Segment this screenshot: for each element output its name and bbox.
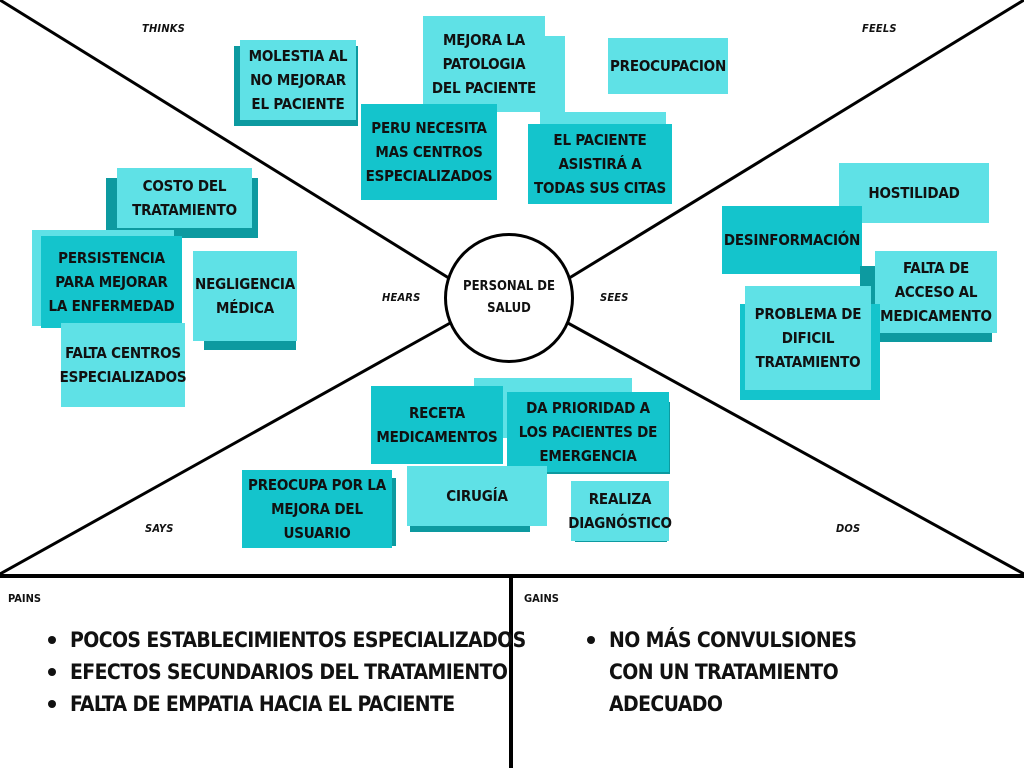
sticky-note-realiza: REALIZA DIAGNÓSTICO — [568, 481, 672, 541]
sticky-note-desinformacion: DESINFORMACIÓN — [722, 206, 862, 274]
pains-label: PAINS — [8, 592, 41, 605]
sticky-note-preocupacion: PREOCUPACION — [608, 38, 728, 94]
sticky-note-negligencia: NEGLIGENCIA MÉDICA — [193, 251, 297, 341]
sticky-note-peru: PERU NECESITA MAS CENTROS ESPECIALIZADOS — [361, 104, 497, 200]
sticky-note-hostilidad: HOSTILIDAD — [839, 163, 989, 223]
sticky-note-persistencia: PERSISTENCIA PARA MEJORAR LA ENFERMEDAD — [41, 236, 182, 328]
label-feels: FEELS — [862, 22, 897, 35]
gains-list: NO MÁS CONVULSIONES CON UN TRATAMIENTO A… — [583, 624, 903, 720]
sticky-note-prioridad: DA PRIORIDAD A LOS PACIENTES DE EMERGENC… — [507, 392, 669, 472]
center-persona: PERSONAL DE SALUD — [444, 233, 574, 363]
pains-item: EFECTOS SECUNDARIOS DEL TRATAMIENTO — [44, 656, 526, 688]
pains-item: FALTA DE EMPATIA HACIA EL PACIENTE — [44, 688, 526, 720]
sticky-note-mejora: MEJORA LA PATOLOGIA DEL PACIENTE — [423, 16, 545, 112]
pains-item: POCOS ESTABLECIMIENTOS ESPECIALIZADOS — [44, 624, 526, 656]
sticky-note-problema: PROBLEMA DE DIFICIL TRATAMIENTO — [745, 286, 871, 390]
label-dos: DOS — [836, 522, 861, 535]
label-hears: HEARS — [382, 291, 421, 304]
label-says: SAYS — [145, 522, 174, 535]
sticky-note-asistira: EL PACIENTE ASISTIRÁ A TODAS SUS CITAS — [528, 124, 672, 204]
label-sees: SEES — [600, 291, 629, 304]
gains-item: NO MÁS CONVULSIONES CON UN TRATAMIENTO A… — [583, 624, 903, 720]
sticky-note-falta-centros: FALTA CENTROS ESPECIALIZADOS — [60, 323, 187, 407]
sticky-note-costo: COSTO DEL TRATAMIENTO — [117, 168, 252, 228]
sticky-note-preocupa: PREOCUPA POR LA MEJORA DEL USUARIO — [242, 470, 392, 548]
sticky-note-molestia: MOLESTIA AL NO MEJORAR EL PACIENTE — [240, 40, 356, 120]
gains-label: GAINS — [524, 592, 559, 605]
sticky-note-cirugia: CIRUGÍA — [407, 466, 547, 526]
sticky-note-falta-acceso: FALTA DE ACCESO AL MEDICAMENTO — [875, 251, 997, 333]
pains-list: POCOS ESTABLECIMIENTOS ESPECIALIZADOS EF… — [44, 624, 526, 720]
sticky-note-receta: RECETA MEDICAMENTOS — [371, 386, 503, 464]
label-thinks: THINKS — [142, 22, 185, 35]
